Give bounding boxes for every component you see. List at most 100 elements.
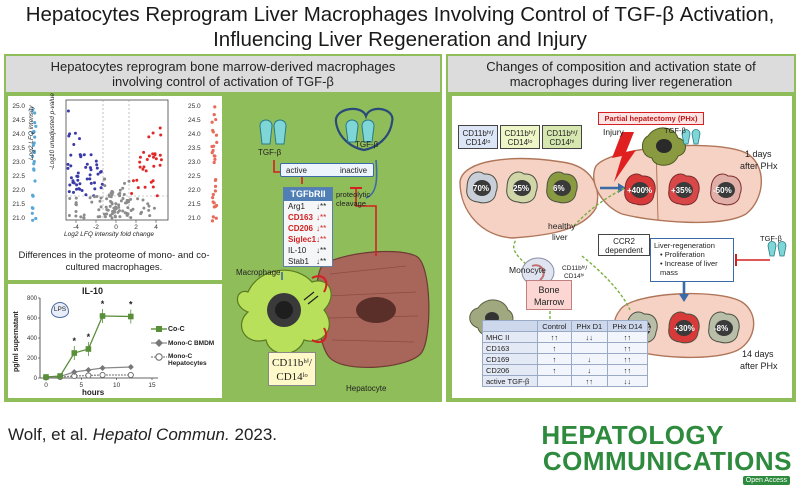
day1-percent: +35% (671, 186, 692, 195)
il10-point-hep (85, 372, 92, 379)
volcano-point (154, 157, 158, 161)
il10-y-tick: 600 (27, 316, 38, 322)
volcano-point (117, 205, 121, 209)
volcano-ylabel: -Log10 unadjusted p-value (49, 93, 56, 170)
volcano-right-point (213, 205, 217, 209)
tgf-beta-right-label: TGF-β (760, 234, 782, 243)
volcano-left-point (31, 193, 35, 197)
tgfbrii-header: TGFbRII (284, 188, 332, 201)
monocyte-phenotype-1: CD11bʰⁱ/ (562, 265, 588, 272)
volcano-point (69, 164, 73, 168)
volcano-point (129, 216, 133, 220)
volcano-point (151, 131, 155, 135)
volcano-point (149, 180, 153, 184)
volcano-left-tick: 25.0 (12, 103, 25, 110)
volcano-point (108, 204, 112, 208)
journal-logo-line1: HEPATOLOGY (541, 420, 724, 450)
legend-line1: CD11bʰⁱ/ (546, 129, 578, 138)
volcano-point (84, 193, 88, 197)
il10-significance-star: * (87, 332, 91, 342)
volcano-point (94, 159, 98, 163)
gene-row: CD163↓** (284, 212, 332, 223)
ccr2-line1: CCR2 (613, 237, 635, 246)
il10-y-tick: 0 (34, 376, 38, 382)
volcano-point (117, 203, 121, 207)
table-cell: ↑ (536, 353, 572, 365)
volcano-right-point (213, 189, 218, 193)
tgf-beta-active-label: TGF-β (258, 148, 282, 157)
volcano-right-point (211, 215, 215, 219)
volcano-right-point (211, 148, 215, 153)
macrophage-schematic (236, 107, 430, 368)
volcano-point (110, 193, 114, 196)
day14-label-2: after PHx (740, 361, 778, 371)
volcano-point (79, 155, 83, 159)
table-cell: ↑↑ (606, 342, 649, 354)
volcano-point (82, 213, 86, 217)
volcano-point (152, 164, 156, 168)
volcano-point (103, 184, 107, 188)
volcano-point (74, 210, 78, 213)
volcano-left-point (31, 218, 35, 222)
phenotype-legend-box: CD11bʰⁱ/CD14ˡᵒ (500, 125, 540, 149)
volcano-left-tick: 21.0 (12, 215, 25, 222)
gene-arrow: ↓** (316, 246, 327, 255)
regen-item-2: • Increase of liver mass (660, 259, 718, 277)
regen-item-1: • Proliferation (660, 250, 705, 259)
volcano-point (66, 166, 70, 170)
table-row: active TGF-β↑↑↓↓ (482, 375, 649, 387)
volcano-caption: Differences in the proteome of mono- and… (18, 250, 210, 273)
volcano-point (121, 186, 125, 190)
volcano-point (135, 178, 139, 182)
volcano-point (103, 212, 106, 216)
phenotype-legend-box: CD11bʰⁱ/CD14ʰⁱ (542, 125, 582, 149)
hepatocyte-inhibition-line (355, 188, 377, 256)
bone-marrow-box: Bone Marrow (526, 280, 572, 310)
il10-point-coc (128, 313, 134, 320)
lps-badge: LPS (51, 302, 69, 318)
volcano-point (89, 181, 93, 185)
active-label: active (286, 166, 307, 175)
volcano-point (146, 202, 150, 206)
gene-arrow: ↓** (316, 257, 327, 266)
hepatocyte-nucleus (356, 297, 396, 323)
il10-title: IL-10 (82, 286, 104, 296)
volcano-point (68, 183, 72, 187)
il10-y-tick: 800 (27, 296, 38, 302)
volcano-point (111, 209, 115, 213)
volcano-point (93, 181, 96, 185)
contact-arrow-top (311, 275, 328, 293)
phenotype-box: CD11bʰⁱ/ CD14ˡᵒ (268, 352, 316, 386)
regen-title: Liver-regeneration (654, 241, 715, 250)
volcano-point (75, 187, 78, 191)
phenotype-legend-box: CD11bʰⁱ/CD14ˡᵒ (458, 125, 498, 149)
volcano-point (131, 207, 135, 211)
volcano-left-point (33, 135, 37, 139)
volcano-point (102, 177, 106, 181)
volcano-point (118, 215, 122, 219)
volcano-point (74, 214, 78, 218)
volcano-x-tick: -2 (93, 224, 99, 231)
volcano-axes (65, 99, 169, 221)
volcano-point (77, 187, 81, 191)
tgf-beta-inactive-label: TGF-β (355, 140, 379, 149)
volcano-right-tick: 22.5 (188, 173, 201, 180)
volcano-right-point (212, 113, 216, 117)
il10-significance-star: * (73, 336, 77, 346)
volcano-x-tick: 4 (154, 224, 158, 231)
volcano-point (119, 199, 123, 203)
title-line-2: Influencing Liver Regeneration and Injur… (213, 28, 587, 51)
il10-point-coc (43, 374, 49, 380)
volcano-right-point (213, 157, 217, 161)
volcano-right-point (214, 117, 218, 122)
volcano-point (73, 131, 77, 135)
day1-percent: +400% (627, 186, 653, 195)
volcano-x-tick: 0 (114, 224, 118, 231)
volcano-point (90, 200, 94, 204)
legend-line2: CD14ˡᵒ (507, 138, 533, 147)
volcano-point (89, 153, 93, 157)
volcano-point (82, 153, 86, 157)
volcano-point (99, 170, 103, 173)
